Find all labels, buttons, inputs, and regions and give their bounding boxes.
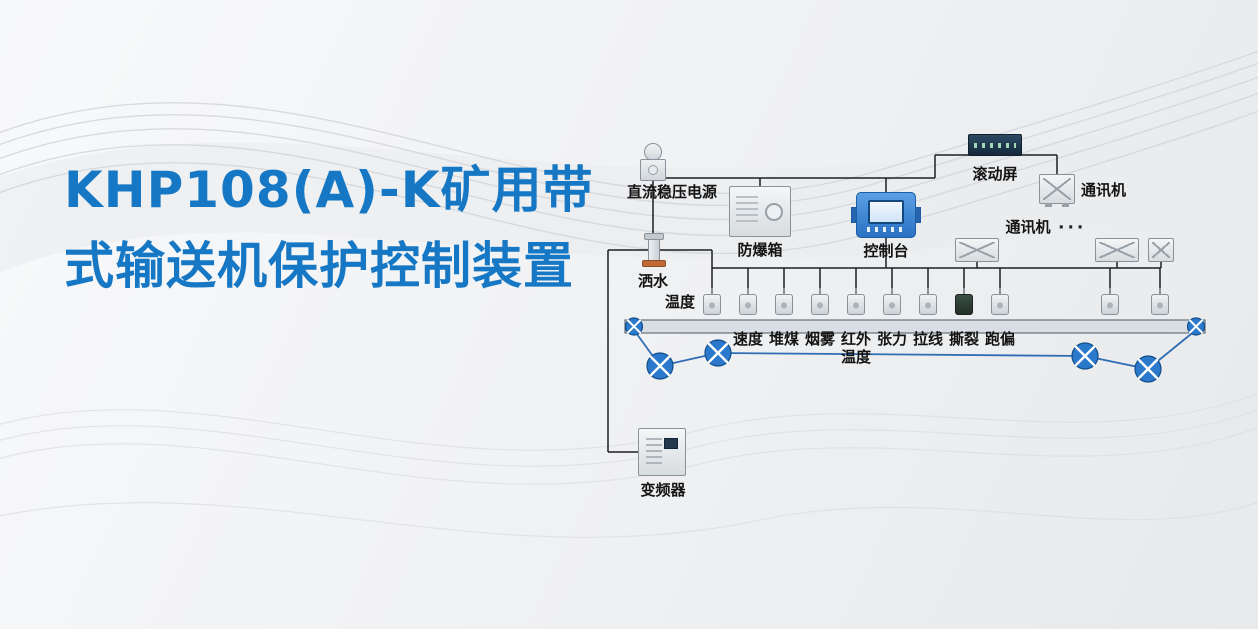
temperature-sensor-icon <box>702 288 722 316</box>
belt-pulleys <box>624 317 1206 383</box>
spray-body <box>648 239 660 261</box>
deviation-sensor-icon <box>990 288 1010 316</box>
communicator-mid-icon-2 <box>1095 238 1139 262</box>
smoke-sensor-icon <box>810 288 830 316</box>
communicator-top-label: 通讯机 <box>1081 181 1127 199</box>
pulley-belt-left <box>624 317 644 336</box>
explosion-proof-box-label: 防爆箱 <box>737 241 783 259</box>
sensor-label-tension: 张力 <box>876 330 907 348</box>
console-right-flange <box>915 207 921 223</box>
sensor-label-pull-wire: 拉线 <box>912 330 943 348</box>
spray-base <box>642 260 666 267</box>
frequency-inverter-icon <box>638 428 686 476</box>
console-left-flange <box>851 207 857 223</box>
ellipsis-dots: ··· <box>1058 218 1087 238</box>
sensor-label-temperature: 温度 <box>664 293 695 311</box>
pulley-drive-1 <box>646 352 674 380</box>
pulley-tail-1 <box>1071 342 1099 370</box>
explosion-proof-box-icon <box>729 186 791 237</box>
communicator-mid-label: 通讯机 <box>1005 218 1051 236</box>
control-console-label: 控制台 <box>863 242 909 260</box>
infrared-temperature-sensor-icon <box>846 288 866 316</box>
connector-lines <box>607 154 1162 453</box>
sensor-label-speed: 速度 <box>732 330 763 348</box>
tail-sensor-icon-1 <box>1100 288 1120 316</box>
dc-power-supply-label: 直流稳压电源 <box>626 183 717 201</box>
pull-wire-sensor-icon <box>918 288 938 316</box>
frequency-inverter-label: 变频器 <box>640 481 686 499</box>
title-line-1: KHP108(A)-K矿用带 <box>64 161 594 219</box>
communicator-top-icon <box>1039 174 1075 207</box>
communicator-mid-icon-1 <box>955 238 999 262</box>
scrolling-screen-label: 滚动屏 <box>972 165 1018 183</box>
sensor-label-infrared-temperature: 红外温度 <box>840 330 871 366</box>
power-base <box>640 159 666 181</box>
tear-sensor-icon <box>954 288 974 316</box>
sensor-label-smoke: 烟雾 <box>804 330 835 348</box>
speed-sensor-icon <box>738 288 758 316</box>
tension-sensor-icon <box>882 288 902 316</box>
coal-pile-sensor-icon <box>774 288 794 316</box>
page-title: KHP108(A)-K矿用带 式输送机保护控制装置 <box>64 152 594 304</box>
title-line-2: 式输送机保护控制装置 <box>64 237 574 295</box>
scrolling-screen-icon <box>968 134 1022 156</box>
pulley-drive-2 <box>704 339 732 367</box>
water-spray-icon <box>642 233 666 267</box>
sensor-label-coal-pile: 堆煤 <box>768 330 799 348</box>
pulley-belt-right <box>1186 317 1206 336</box>
communicator-mid-icon-3 <box>1148 238 1174 262</box>
sensor-label-tear: 撕裂 <box>948 330 979 348</box>
sensor-label-deviation: 跑偏 <box>984 330 1015 348</box>
tail-sensor-icon-2 <box>1150 288 1170 316</box>
dc-power-supply-icon <box>638 143 668 181</box>
water-spray-label: 洒水 <box>637 272 668 290</box>
pulley-tail-2 <box>1134 355 1162 383</box>
control-console-icon <box>851 192 921 238</box>
